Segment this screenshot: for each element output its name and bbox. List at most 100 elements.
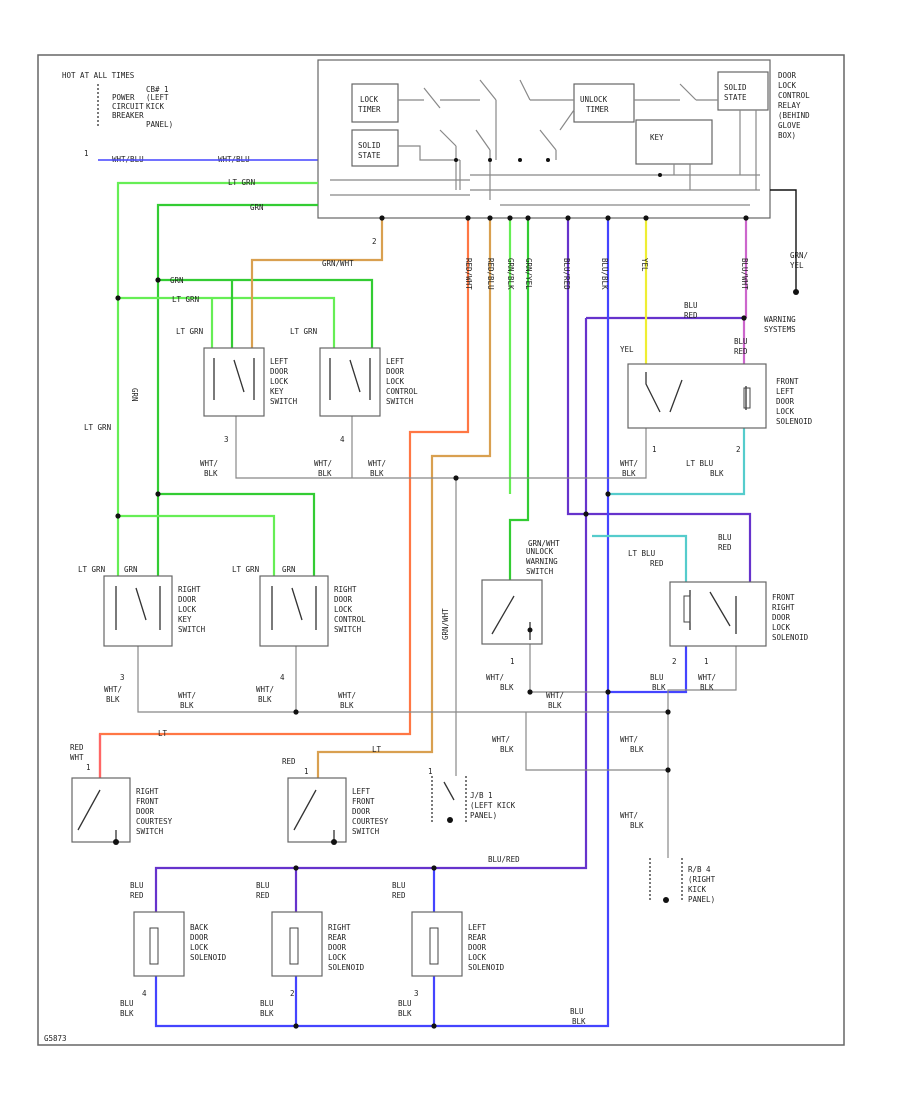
harness-vertical-labels: RED/WHT RED/BLU GRN/BLK GRN/YEL BLU/RED … (441, 258, 749, 640)
splice-node-24 (643, 215, 649, 221)
lbl-blured-bds-1: BLU (130, 881, 144, 890)
lbl-pin3-rks: 3 (120, 673, 125, 682)
lcs-1: LEFT (386, 357, 405, 366)
vlbl-grnyel: GRN/YEL (524, 258, 533, 290)
lks-4: KEY (270, 387, 284, 396)
lbl-blublk-7: BLU (570, 1007, 584, 1016)
lbl-whtblk-3: WHT/ (314, 459, 332, 468)
lock-timer-2: TIMER (358, 105, 381, 114)
lbl-blured-fls-3: BLU (734, 337, 748, 346)
solid-right-1: SOLID (724, 83, 747, 92)
lbl-whtblk-7: WHT/ (104, 685, 122, 694)
lbl-whtblk-16: BLK (622, 469, 636, 478)
lbl-redwht-1: RED (70, 743, 84, 752)
rks-1: RIGHT (178, 585, 201, 594)
lbl-ltgrn-vert: LT GRN (84, 423, 111, 432)
splice-node-25 (743, 215, 749, 221)
diagram-frame (37, 54, 845, 1046)
lock-timer-1: LOCK (360, 95, 379, 104)
solid-right-2: STATE (724, 93, 747, 102)
front-right-solenoid: FRONT RIGHT DOOR LOCK SOLENOID (669, 581, 809, 647)
wire-blue-frs (608, 646, 688, 694)
unlock-timer-2: TIMER (586, 105, 609, 114)
lbl-ltgrn-rcs: LT GRN (232, 565, 259, 574)
wire-purple-main (566, 218, 752, 582)
splice-node-3 (155, 491, 161, 497)
lbl-pin1-lcw: 1 (304, 767, 309, 776)
lbl-redwht-2: WHT (70, 753, 84, 762)
lbl-blured-rrs-1: BLU (256, 881, 270, 890)
lcw-3: DOOR (352, 807, 371, 816)
lbl-whtblk-11: WHT/ (256, 685, 274, 694)
frs-4: LOCK (772, 623, 791, 632)
warning-systems: GRN/ YEL WARNING SYSTEMS (764, 189, 808, 334)
lbl-pin-grnwht: 2 (372, 237, 377, 246)
lbl-whtblk-9: WHT/ (178, 691, 196, 700)
lbl-blublk-4: BLK (260, 1009, 274, 1018)
rcw-3: DOOR (136, 807, 155, 816)
lbl-grnwht-diag: GRN/WHT (322, 259, 354, 268)
lbl-pin1-frs: 1 (704, 657, 709, 666)
splice-node-20 (507, 215, 513, 221)
lbl-blublk-frs-2: BLK (652, 683, 666, 692)
ground-rb4: R/B 4 (RIGHT KICK PANEL) (649, 858, 716, 904)
lbl-pin1-fls: 1 (652, 445, 657, 454)
relay-title-5: (BEHIND (778, 111, 810, 120)
bds-2: DOOR (190, 933, 209, 942)
lbl-whtblk-27: WHT/ (620, 811, 638, 820)
lcw-1: LEFT (352, 787, 371, 796)
lbl-lt-2: LT (372, 745, 382, 754)
lks-2: DOOR (270, 367, 289, 376)
vlbl-redwht: RED/WHT (464, 258, 473, 290)
lbl-grn-vert: GRN (130, 388, 139, 402)
lbl-blured-frs-1: BLU (718, 533, 732, 542)
lcw-4: COURTESY (352, 817, 389, 826)
splice-node-8 (665, 709, 671, 715)
right-key-switch: RIGHT DOOR LOCK KEY SWITCH (103, 575, 206, 647)
lbl-whtblk-26: BLK (630, 745, 644, 754)
splice-node-16 (741, 315, 747, 321)
lks-5: SWITCH (270, 397, 298, 406)
lbl-whtblk-13: WHT/ (338, 691, 356, 700)
wire-purple-fls (584, 316, 744, 514)
fuse-label-circuit: CIRCUIT (112, 102, 144, 111)
vlbl-whtblk-center: GRN/WHT (441, 608, 450, 640)
wire-tan-main (316, 218, 492, 778)
lbl-pin4-lcs: 4 (340, 435, 345, 444)
rrs-2: REAR (328, 933, 347, 942)
warning-label-2: SYSTEMS (764, 325, 796, 334)
wire-purple-rear (154, 514, 588, 912)
frs-1: FRONT (772, 593, 795, 602)
rks-3: LOCK (178, 605, 197, 614)
lbl-ltgrn-mid: LT GRN (172, 295, 199, 304)
relay-title-6: GLOVE (778, 121, 801, 130)
frs-2: RIGHT (772, 603, 795, 612)
wire-ltgrn-main (116, 181, 318, 570)
lrs-3: DOOR (468, 943, 487, 952)
lbl-whtblk-5: WHT/ (368, 459, 386, 468)
lbl-ltgrn-lcs: LT GRN (290, 327, 317, 336)
lbl-ltblured-1: LT BLU (628, 549, 655, 558)
unlock-timer-1: UNLOCK (580, 95, 608, 104)
splice-node-9 (665, 767, 671, 773)
lbl-grn-rks: GRN (124, 565, 138, 574)
splice-node-0 (115, 295, 121, 301)
lrs-2: REAR (468, 933, 487, 942)
wire-ltgrn-lcs (118, 296, 336, 348)
grb-1: R/B 4 (688, 865, 711, 874)
wire-tan-lks (250, 218, 384, 348)
lbl-blured-frs-2: RED (718, 543, 732, 552)
wire-blue-main (154, 218, 610, 1028)
fuse-label-breaker: BREAKER (112, 111, 144, 120)
lbl-ltblublk-1: LT BLU (686, 459, 713, 468)
lbl-whtblk-17: WHT/ (698, 673, 716, 682)
splice-node-10 (293, 865, 299, 871)
wire-teal-frs (592, 534, 688, 582)
lbl-blublk-8: BLK (572, 1017, 586, 1026)
lbl-pin2-rrs: 2 (290, 989, 295, 998)
wire-gray-ground1 (235, 416, 457, 776)
fls-4: LOCK (776, 407, 795, 416)
lrs-4: LOCK (468, 953, 487, 962)
lbl-whtblk-20: BLK (500, 683, 514, 692)
vlbl-bluwht: BLU/WHT (740, 258, 749, 290)
